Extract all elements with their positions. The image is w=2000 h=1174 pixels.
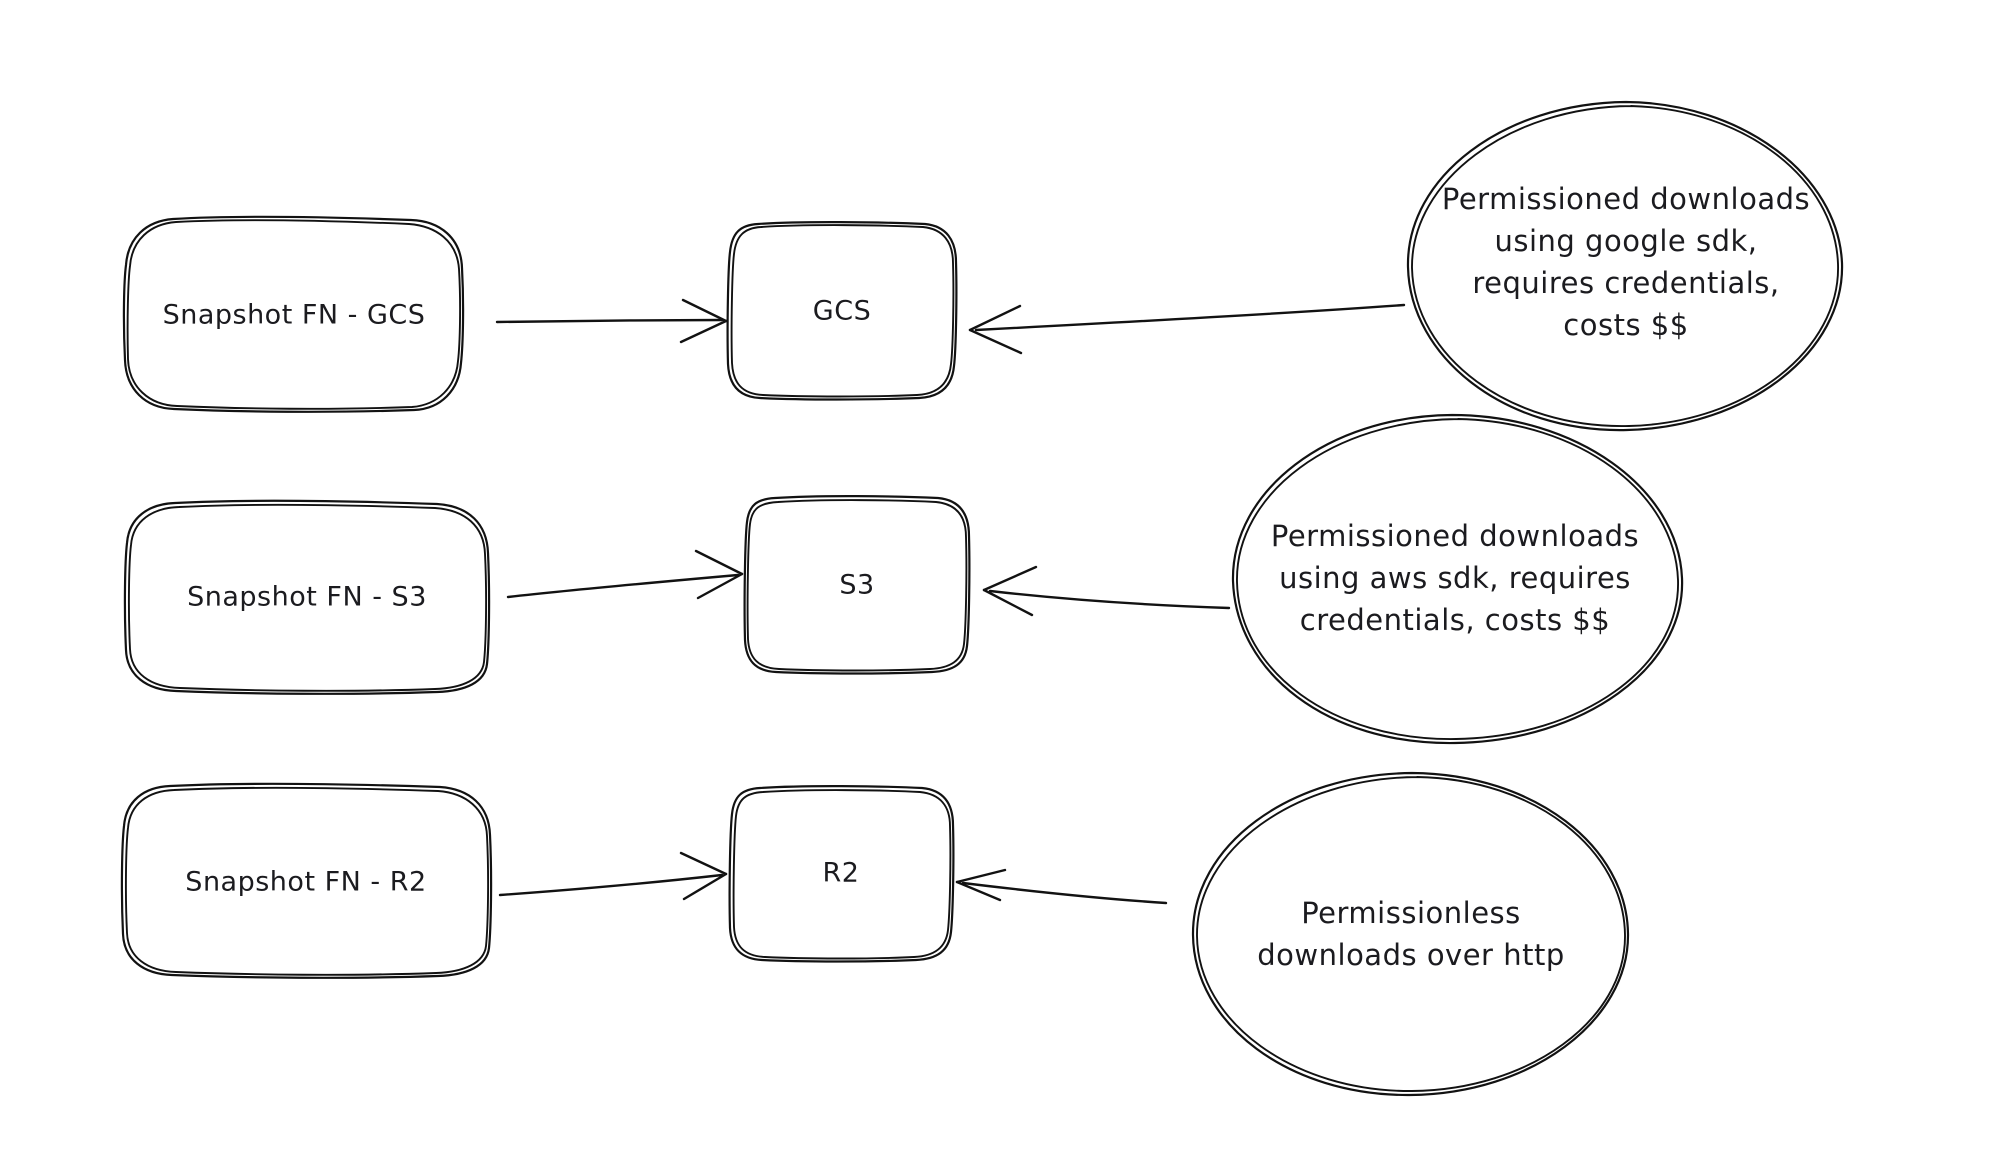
arrow-note-s3-to-s3 xyxy=(982,565,1231,617)
node-r2-shape[interactable] xyxy=(728,785,955,963)
note-r2-shape[interactable] xyxy=(1191,771,1630,1097)
node-snapshot-fn-s3-shape[interactable] xyxy=(123,499,491,695)
note-s3-shape[interactable] xyxy=(1231,413,1684,745)
arrow-snapshot-fn-s3-to-s3 xyxy=(506,549,744,600)
node-gcs-shape[interactable] xyxy=(726,221,958,401)
arrow-snapshot-fn-gcs-to-gcs xyxy=(495,298,728,344)
arrow-note-gcs-to-gcs xyxy=(968,303,1406,355)
arrow-snapshot-fn-r2-to-r2 xyxy=(498,851,728,901)
node-s3-shape[interactable] xyxy=(743,495,971,675)
note-gcs-shape[interactable] xyxy=(1406,100,1844,432)
arrow-note-r2-to-r2 xyxy=(955,868,1168,905)
node-snapshot-fn-gcs-shape[interactable] xyxy=(122,215,465,413)
node-snapshot-fn-r2-shape[interactable] xyxy=(120,782,493,979)
